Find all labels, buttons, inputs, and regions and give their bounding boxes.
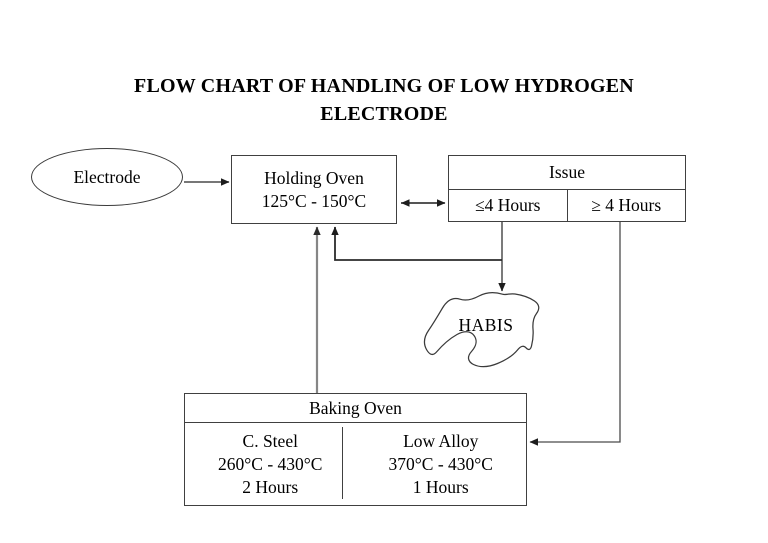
baking-oven-column-low-alloy[interactable]: Low Alloy 370°C - 430°C 1 Hours bbox=[356, 423, 527, 505]
baking-oven-low-alloy-material: Low Alloy bbox=[403, 430, 479, 451]
page-title-line-2: ELECTRODE bbox=[320, 103, 448, 125]
habis-label: HABIS bbox=[458, 315, 514, 335]
baking-oven-low-alloy-duration: 1 Hours bbox=[412, 476, 469, 497]
baking-oven-c-steel-duration: 2 Hours bbox=[242, 476, 299, 497]
node-habis[interactable]: HABIS bbox=[420, 288, 552, 368]
node-electrode[interactable]: Electrode bbox=[31, 148, 183, 206]
issue-cells: ≤4 Hours ≥ 4 Hours bbox=[449, 190, 685, 221]
issue-cell-ge-4-hours[interactable]: ≥ 4 Hours bbox=[568, 190, 686, 221]
issue-header-label: Issue bbox=[549, 162, 585, 182]
node-holding-oven[interactable]: Holding Oven 125°C - 150°C bbox=[231, 155, 397, 224]
issue-cell-ge-4-hours-label: ≥ 4 Hours bbox=[591, 195, 662, 215]
issue-cell-le-4-hours-label: ≤4 Hours bbox=[474, 195, 541, 215]
baking-oven-c-steel-temperature: 260°C - 430°C bbox=[218, 453, 323, 474]
baking-oven-low-alloy-temperature: 370°C - 430°C bbox=[388, 453, 493, 474]
node-baking-oven[interactable]: Baking Oven C. Steel 260°C - 430°C 2 Hou… bbox=[184, 393, 527, 506]
page-title: FLOW CHART OF HANDLING OF LOW HYDROGEN E… bbox=[84, 72, 684, 128]
issue-header: Issue bbox=[449, 156, 685, 190]
baking-oven-c-steel-material: C. Steel bbox=[242, 430, 298, 451]
connector-issue-ge4-to-baking-oven bbox=[529, 222, 621, 446]
habis-blob-shape bbox=[423, 292, 540, 368]
holding-oven-temperature: 125°C - 150°C bbox=[261, 190, 367, 211]
connector-issue-le4-to-holding-oven bbox=[331, 226, 502, 261]
electrode-label: Electrode bbox=[73, 166, 141, 187]
issue-cell-le-4-hours[interactable]: ≤4 Hours bbox=[449, 190, 568, 221]
baking-oven-header: Baking Oven bbox=[185, 394, 526, 423]
node-issue[interactable]: Issue ≤4 Hours ≥ 4 Hours bbox=[448, 155, 686, 222]
holding-oven-label: Holding Oven bbox=[264, 167, 364, 188]
baking-oven-header-label: Baking Oven bbox=[309, 397, 402, 418]
baking-oven-columns: C. Steel 260°C - 430°C 2 Hours Low Alloy… bbox=[185, 423, 526, 505]
baking-oven-column-carbon-steel[interactable]: C. Steel 260°C - 430°C 2 Hours bbox=[185, 423, 356, 505]
page-title-line-1: FLOW CHART OF HANDLING OF LOW HYDROGEN bbox=[134, 75, 634, 97]
baking-oven-column-divider bbox=[342, 427, 343, 499]
